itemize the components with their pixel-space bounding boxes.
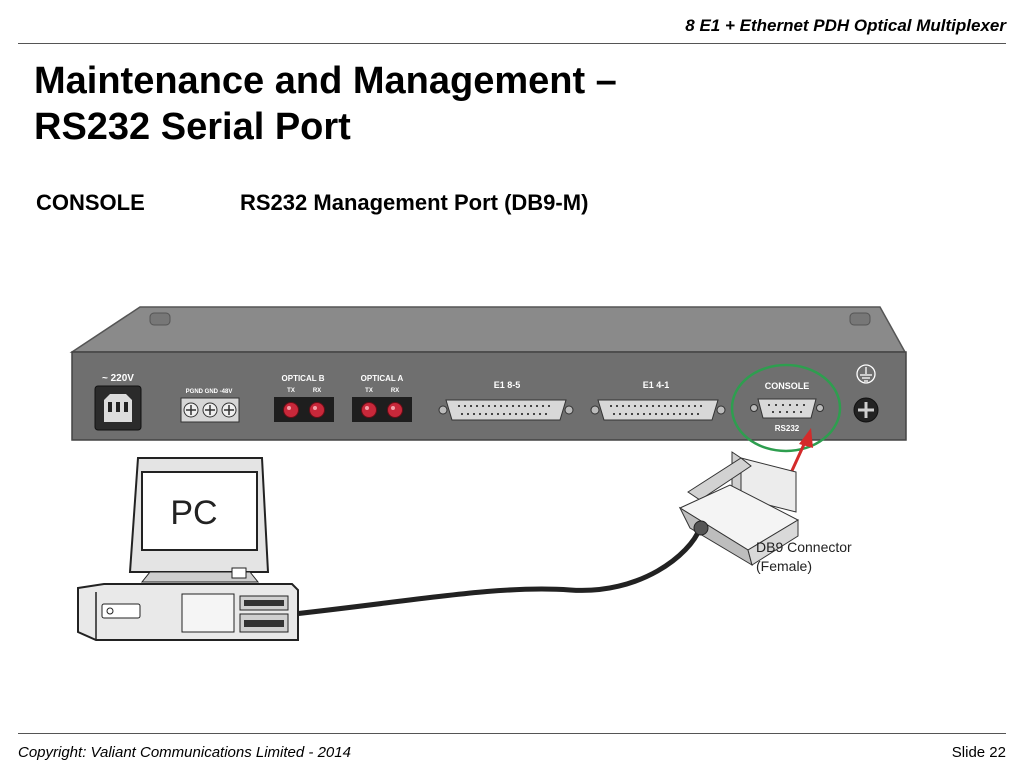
e1-4-1-connector (590, 399, 726, 421)
console-label: CONSOLE (765, 381, 810, 391)
rs232-label: RS232 (775, 424, 800, 433)
screw-icon (853, 397, 879, 423)
optical-b-rx-label: RX (313, 388, 321, 394)
console-db9-port (750, 398, 824, 419)
slide-title-line-2: RS232 Serial Port (34, 106, 351, 148)
connector-label-line-2: (Female) (756, 558, 812, 574)
definition-description: RS232 Management Port (DB9-M) (240, 190, 589, 215)
definition-term: CONSOLE (36, 190, 145, 215)
slide-number: Slide 22 (951, 744, 1006, 761)
slide-title: Maintenance and Management – RS232 Seria… (34, 58, 934, 150)
header-divider (18, 43, 1006, 44)
pc-label: PC (170, 494, 217, 532)
power-inlet-icon (94, 385, 142, 431)
connector-label-line-1: DB9 Connector (756, 539, 852, 555)
connection-arrow (788, 428, 813, 476)
device-rear-panel: ~ 220V PGND GND -48V OPTICAL B TX RX (69, 306, 907, 453)
optical-b-tx-label: TX (287, 388, 295, 394)
serial-cable (291, 525, 703, 617)
db9-connector-icon (678, 451, 800, 567)
optical-a-rx-label: RX (391, 388, 399, 394)
footer-divider (18, 733, 1006, 734)
optical-a-tx-label: TX (365, 388, 373, 394)
power-label: ~ 220V (102, 373, 134, 384)
optical-a-port (352, 397, 412, 422)
e1-4-1-label: E1 4-1 (643, 380, 670, 390)
console-highlight-circle (730, 363, 842, 453)
header-title: 8 E1 + Ethernet PDH Optical Multiplexer (685, 16, 1006, 35)
e1-8-5-connector (438, 399, 574, 421)
slide-title-line-1: Maintenance and Management – (34, 60, 617, 102)
e1-8-5-label: E1 8-5 (494, 380, 521, 390)
optical-b-port (274, 397, 334, 422)
terminal-block (180, 397, 240, 423)
terminals-label: PGND GND -48V (186, 389, 233, 395)
optical-b-label: OPTICAL B (282, 374, 325, 383)
optical-a-label: OPTICAL A (361, 374, 404, 383)
ground-symbol-icon (856, 364, 876, 384)
copyright-text: Copyright: Valiant Communications Limite… (18, 744, 351, 761)
pc-computer-icon (77, 457, 299, 641)
